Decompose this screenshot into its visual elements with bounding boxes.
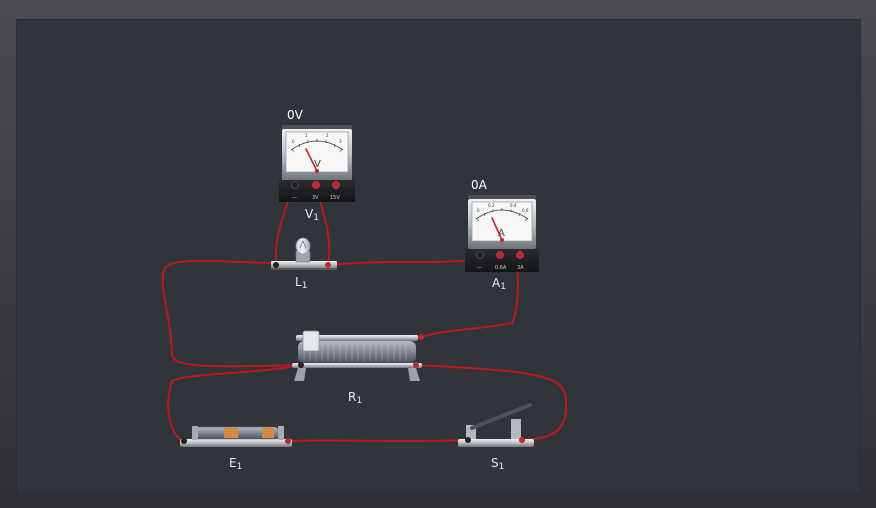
switch-label-sub: 1: [498, 462, 505, 472]
ammeter-needle: [491, 217, 503, 241]
wires: [161, 179, 568, 443]
voltmeter-needle: [305, 148, 318, 172]
switch-label-name: S: [491, 456, 499, 470]
voltmeter-label-name: V: [305, 207, 314, 221]
battery[interactable]: [180, 426, 292, 447]
switch-terminal-right[interactable]: [519, 437, 525, 443]
circuit-canvas[interactable]: 0 1 2 3 V — 3V 15V: [16, 19, 861, 494]
wire-lamp-to-ammeter[interactable]: [327, 258, 481, 266]
lamp-label-sub: 1: [301, 281, 308, 291]
voltmeter-terminal-label-3v: 3V: [312, 195, 319, 201]
rheostat[interactable]: [292, 330, 424, 381]
voltmeter-reading: 0V: [287, 108, 303, 122]
voltmeter-scale-label-0: 0: [292, 139, 295, 144]
battery-label-name: E: [229, 456, 237, 470]
voltmeter[interactable]: 0 1 2 3 V — 3V 15V: [279, 125, 355, 202]
rheostat-terminal-bottom-right[interactable]: [413, 362, 419, 368]
ammeter-terminal-neg[interactable]: [476, 251, 484, 259]
circuit-diagram: 0 1 2 3 V — 3V 15V: [161, 125, 568, 447]
ammeter-terminal-label-06a: 0.6A: [495, 265, 507, 271]
lamp-terminal-right[interactable]: [325, 262, 331, 268]
voltmeter-terminal-3v[interactable]: [312, 181, 320, 189]
lamp-label-name: L: [295, 275, 302, 289]
battery-label-sub: 1: [236, 462, 243, 472]
wire-switch-to-rheostat[interactable]: [415, 364, 568, 441]
ammeter-scale-label-3: 0.6: [522, 208, 529, 213]
switch[interactable]: [458, 403, 534, 447]
voltmeter-terminal-label-neg: —: [292, 195, 297, 201]
voltmeter-terminal-neg[interactable]: [291, 181, 299, 189]
ammeter-scale-label-0: 0: [477, 208, 480, 213]
lamp-terminal-left[interactable]: [273, 262, 279, 268]
rheostat-coil: [298, 341, 416, 363]
ammeter-label-sub: 1: [500, 282, 506, 292]
switch-label: S1: [491, 456, 504, 472]
rheostat-terminal-bottom-left[interactable]: [298, 362, 304, 368]
lamp[interactable]: [271, 237, 337, 270]
ammeter-scale-label-1: 0.2: [488, 203, 495, 208]
voltmeter-scale-label-2: 2: [326, 133, 329, 138]
ammeter[interactable]: 0 0.2 0.4 0.6 A — 0.6A 3A: [465, 195, 539, 272]
ammeter-terminal-06a[interactable]: [496, 251, 504, 259]
voltmeter-scale-label-3: 3: [339, 139, 342, 144]
battery-cell-2: [262, 428, 274, 438]
ammeter-terminal-label-neg: —: [477, 265, 482, 271]
switch-terminal-left[interactable]: [465, 437, 471, 443]
ammeter-label-name: A: [492, 276, 501, 290]
battery-label: E1: [229, 456, 242, 472]
ammeter-terminal-label-3a: 3A: [517, 265, 524, 271]
ammeter-unit-symbol: A: [498, 228, 505, 239]
rheostat-terminal-top-right[interactable]: [418, 334, 424, 340]
ammeter-label: A1: [492, 276, 506, 292]
voltmeter-terminal-15v[interactable]: [332, 181, 340, 189]
wire-ammeter-to-rheostat[interactable]: [420, 258, 519, 338]
ammeter-scale-ticks: [476, 208, 528, 222]
rheostat-label-name: R: [348, 390, 357, 404]
wire-battery-to-switch[interactable]: [287, 439, 469, 443]
battery-cell-1: [224, 428, 238, 438]
voltmeter-scale-ticks: [291, 139, 343, 153]
voltmeter-label-sub: 1: [313, 213, 319, 223]
wire-rheostat-to-battery[interactable]: [167, 364, 302, 442]
ammeter-reading: 0A: [471, 178, 487, 192]
battery-terminal-left[interactable]: [181, 438, 187, 444]
battery-terminal-right[interactable]: [285, 438, 291, 444]
voltmeter-scale-label-1: 1: [305, 133, 308, 138]
rheostat-slider[interactable]: [302, 330, 320, 352]
lamp-label: L1: [295, 275, 307, 291]
lamp-bulb: [295, 237, 311, 255]
wire-lamp-left-loop[interactable]: [161, 259, 302, 368]
switch-lever[interactable]: [470, 403, 532, 430]
ammeter-terminal-3a[interactable]: [516, 251, 524, 259]
voltmeter-unit-symbol: V: [314, 159, 321, 170]
ammeter-scale-label-2: 0.4: [510, 203, 517, 208]
voltmeter-terminal-label-15v: 15V: [330, 195, 340, 201]
rheostat-label: R1: [348, 390, 362, 406]
voltmeter-label: V1: [305, 207, 319, 223]
rheostat-label-sub: 1: [356, 396, 363, 406]
